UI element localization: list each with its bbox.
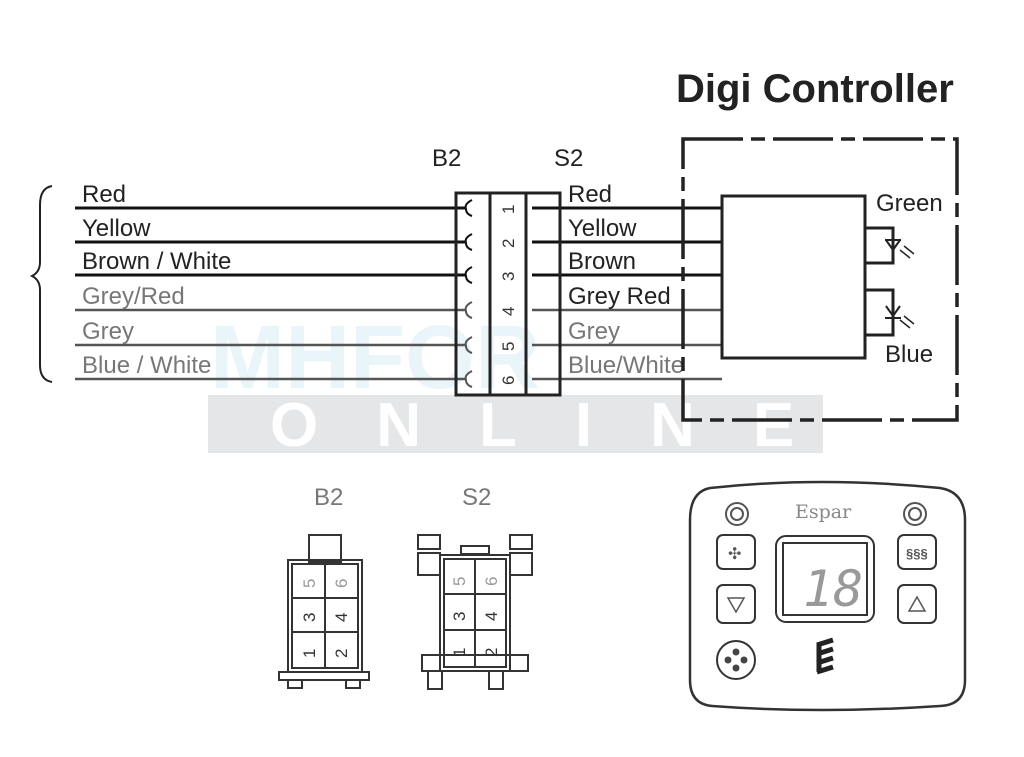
display-screen [782,542,868,616]
left-wire-label: Brown / White [82,248,231,275]
espar-logo [816,637,834,675]
left-wire-label: Red [82,181,126,208]
wire-5: Grey Grey 5 [75,318,722,354]
on-off-button[interactable] [716,640,756,680]
wire-1: Red Red 1 [75,181,722,217]
fan-mode-button[interactable]: ✣ [716,534,756,570]
watermark-text: ONLINE [270,391,852,460]
b2-header: B2 [432,145,461,172]
power-led-left-icon [725,502,749,526]
fan-icon: ✣ [728,546,741,563]
right-wire-label: Blue/White [568,352,684,379]
left-wire-label: Grey/Red [82,283,185,310]
heat-icon: §§§ [906,546,928,561]
s2-pin-number: 2 [482,648,501,657]
pin-number: 1 [499,205,518,214]
b2-pin-number: 3 [300,613,319,622]
controller-housing [681,137,959,422]
socket-contact-icon [464,233,473,251]
pin-number: 6 [499,376,518,385]
right-wire-label: Grey [568,318,620,345]
pin-number: 4 [499,307,518,316]
page-title: Digi Controller [676,67,954,111]
wire-2: Yellow Yellow 2 [75,215,722,251]
temp-down-button[interactable] [716,584,756,624]
s2-pin-number: 5 [450,577,469,586]
pin-number: 3 [499,272,518,281]
b2-pin-number: 6 [332,579,351,588]
socket-contact-icon [464,301,473,319]
socket-contact-icon [464,199,473,217]
power-led-right-icon [903,502,927,526]
green-led-icon [865,226,915,265]
b2-connector [278,534,370,689]
s2-header: S2 [554,145,583,172]
watermark: ONLINE MHFOR [208,308,852,460]
right-wire-label: Red [568,181,612,208]
controller-board [720,194,867,360]
right-wire-label: Yellow [568,215,637,242]
socket-contact-icon [464,370,473,388]
pin-number: 5 [499,342,518,351]
b2-pin-number: 2 [332,649,351,658]
wire-bundle-brace [29,185,53,383]
display-frame [775,535,875,623]
pin-number: 2 [499,239,518,248]
temp-up-button[interactable] [897,584,937,624]
heat-mode-button[interactable]: §§§ [897,534,937,570]
s2-connector-label: S2 [462,484,491,511]
green-led-label: Green [876,190,943,217]
socket-contact-icon [464,266,473,284]
left-wire-label: Blue / White [82,352,211,379]
up-triangle-icon [907,595,927,612]
wire-4: Grey/Red Grey Red 4 [75,283,722,319]
right-wire-label: Grey Red [568,283,671,310]
right-wire-label: Brown [568,248,636,275]
down-triangle-icon [726,597,746,614]
wire-3: Brown / White Brown 3 [75,248,722,284]
left-wire-label: Yellow [82,215,151,242]
s2-pin-number: 6 [482,577,501,586]
wire-6: Blue / White Blue/White 6 [75,352,722,388]
s2-pin-number: 4 [482,612,501,621]
power-icon [724,648,748,672]
s2-connector [417,534,533,690]
display-value: 18 [803,560,863,618]
left-wire-label: Grey [82,318,134,345]
b2-pin-number: 1 [300,649,319,658]
digi-controller-panel [688,480,967,712]
b2-pin-number: 5 [300,579,319,588]
socket-contact-icon [464,336,473,354]
panel-brand: Espar [795,501,852,523]
svg-text:MHFOR: MHFOR [210,308,540,408]
b2-pin-number: 4 [332,613,351,622]
s2-pin-number: 1 [450,648,469,657]
blue-led-label: Blue [885,341,933,368]
blue-led-icon [865,288,915,337]
b2-connector-label: B2 [314,484,343,511]
s2-pin-number: 3 [450,612,469,621]
connector-block [454,191,562,397]
